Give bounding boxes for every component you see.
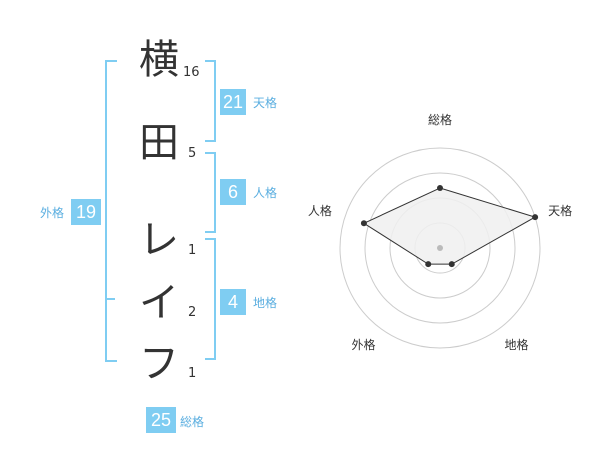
soukaku-label: 総格	[180, 415, 205, 429]
jinkaku-label: 人格	[253, 186, 278, 200]
name-char-3: レ	[139, 217, 179, 263]
radar-point-1	[437, 185, 443, 191]
radar-ring-3	[364, 172, 516, 324]
soukaku-badge: 25	[146, 407, 176, 433]
name-char-1: 横	[139, 37, 179, 83]
gaikaku-bracket-divider	[105, 298, 115, 300]
name-char-4: イ	[139, 280, 179, 326]
radar-point-3	[448, 261, 455, 268]
tenkaku-label: 天格	[253, 96, 278, 110]
radar-axis-label-1: 総格	[428, 112, 452, 127]
gaikaku-badge: 19	[71, 199, 101, 225]
stroke-count-2: 5	[188, 146, 197, 161]
gaikaku-label: 外格	[40, 206, 65, 220]
chikaku-badge: 4	[220, 289, 246, 315]
radar-axis-label-4: 外格	[351, 337, 375, 352]
stroke-count-4: 2	[188, 305, 197, 320]
radar-shape	[360, 185, 539, 268]
radar-axis-label-5: 人格	[308, 203, 332, 218]
radar-axis-label-3: 地格	[505, 337, 529, 352]
radar-polygon	[362, 187, 537, 265]
name-char-2: 田	[139, 120, 179, 166]
radar-point-5	[360, 220, 367, 227]
stroke-count-1: 16	[183, 65, 200, 80]
radar-point-4	[425, 261, 432, 268]
radar-ring-4	[339, 147, 541, 349]
name-char-5: フ	[139, 341, 179, 387]
chikaku-label: 地格	[253, 296, 278, 310]
chikaku-bracket	[205, 238, 216, 360]
gaikaku-bracket	[105, 60, 117, 362]
stroke-count-3: 1	[188, 243, 197, 258]
stroke-count-5: 1	[188, 366, 197, 381]
radar-center-dot	[437, 245, 443, 251]
jinkaku-bracket	[205, 152, 216, 233]
tenkaku-bracket	[205, 60, 216, 142]
jinkaku-badge: 6	[220, 179, 246, 205]
radar-axis-label-2: 天格	[548, 203, 572, 218]
tenkaku-badge: 21	[220, 89, 246, 115]
radar-point-2	[532, 214, 539, 221]
